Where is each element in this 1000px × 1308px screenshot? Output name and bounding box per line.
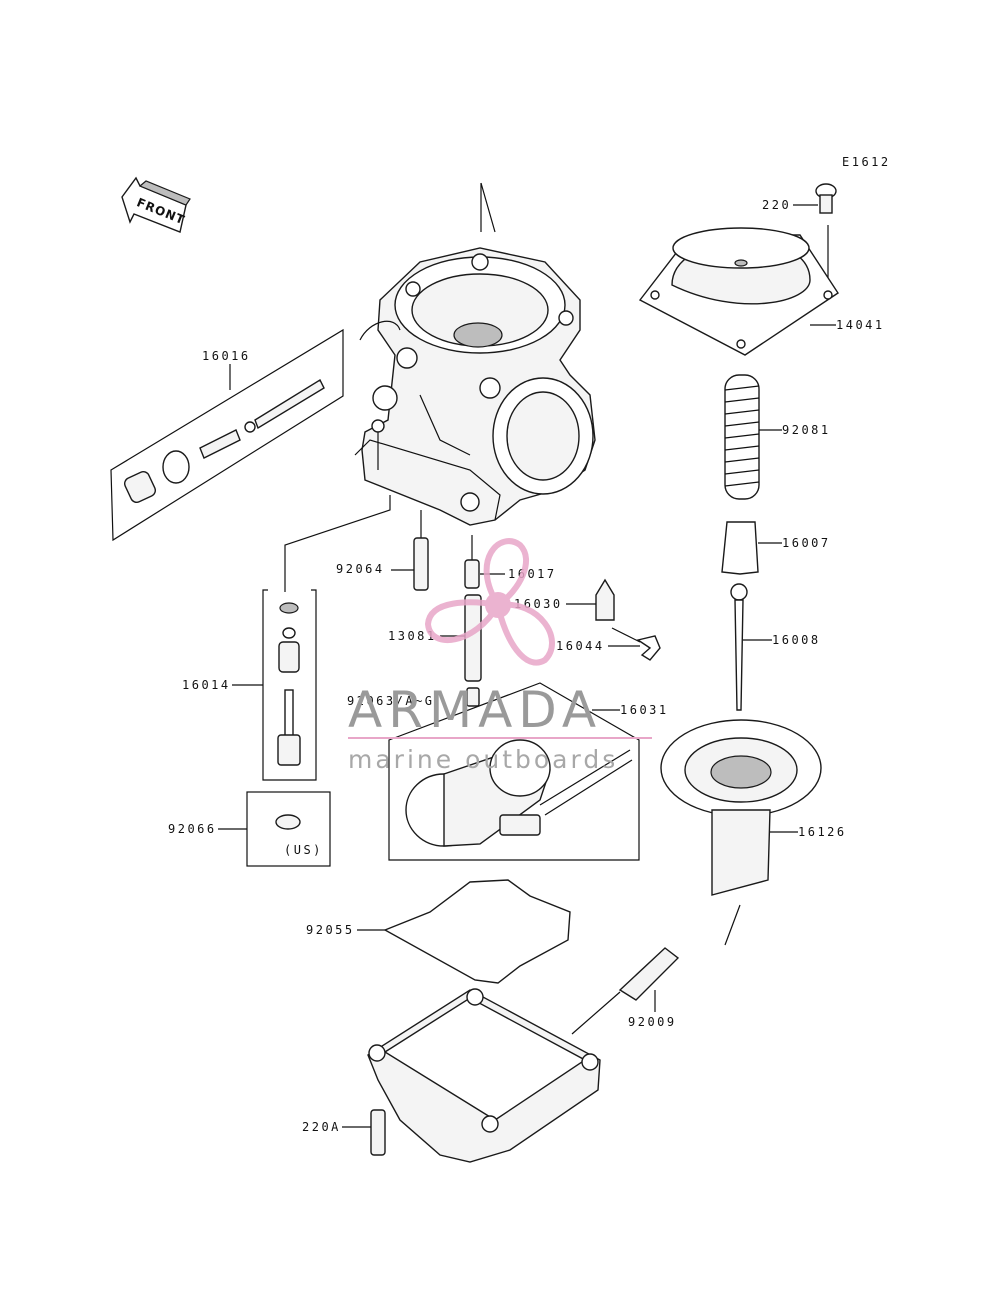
us-note: (US) [284,843,323,857]
label-16016: 16016 [202,349,251,363]
label-14041: 14041 [836,318,885,332]
main-jet [466,687,480,707]
label-13081: 13081 [388,629,437,643]
needle-holder [721,521,759,575]
float-bowl [367,988,601,1163]
float-assembly [388,682,640,861]
leader-body-16014 [284,495,391,592]
brand-watermark: ARMADA marine outboards [348,538,652,774]
vacuum-piston [660,719,822,896]
label-16126: 16126 [798,825,847,839]
needle-head [730,583,748,601]
label-92055: 92055 [306,923,355,937]
jet-needle [734,599,744,711]
label-16008: 16008 [772,633,821,647]
label-92081: 92081 [782,423,831,437]
float-bowl-gasket [383,879,571,984]
label-16007: 16007 [782,536,831,550]
watermark-tagline: marine outboards [348,745,618,774]
label-220: 220 [762,198,791,212]
label-16014: 16014 [182,678,231,692]
air-screw [618,947,680,1001]
label-92064: 92064 [336,562,385,576]
leader-air-screw-bowl [571,991,621,1035]
cap-part [275,814,301,830]
label-92009: 92009 [628,1015,677,1029]
pilot-screw-assembly [110,328,344,542]
starter-plunger-assembly [262,589,317,781]
top-cover [638,227,839,356]
front-arrow-icon: FRONT [121,176,191,233]
label-16031: 16031 [620,703,669,717]
leader-piston-arrow [724,904,741,946]
label-16017: 16017 [508,567,557,581]
spring [724,374,760,500]
carburetor-body [354,182,596,526]
top-cover-screw-shaft [819,194,833,214]
leader-valve-clip [611,627,641,643]
diagram-code: E1612 [842,155,891,169]
clip-part [636,635,661,661]
float-valve [595,578,615,621]
watermark-brand: ARMADA [348,681,602,739]
label-92066: 92066 [168,822,217,836]
bowl-screw [370,1109,386,1156]
label-220A: 220A [302,1120,341,1134]
pilot-jet [413,537,429,591]
label-16044: 16044 [556,639,605,653]
label-92063: 92063/A~G [347,694,435,708]
jet-holder [464,559,480,589]
propeller-logo-icon [424,538,555,666]
